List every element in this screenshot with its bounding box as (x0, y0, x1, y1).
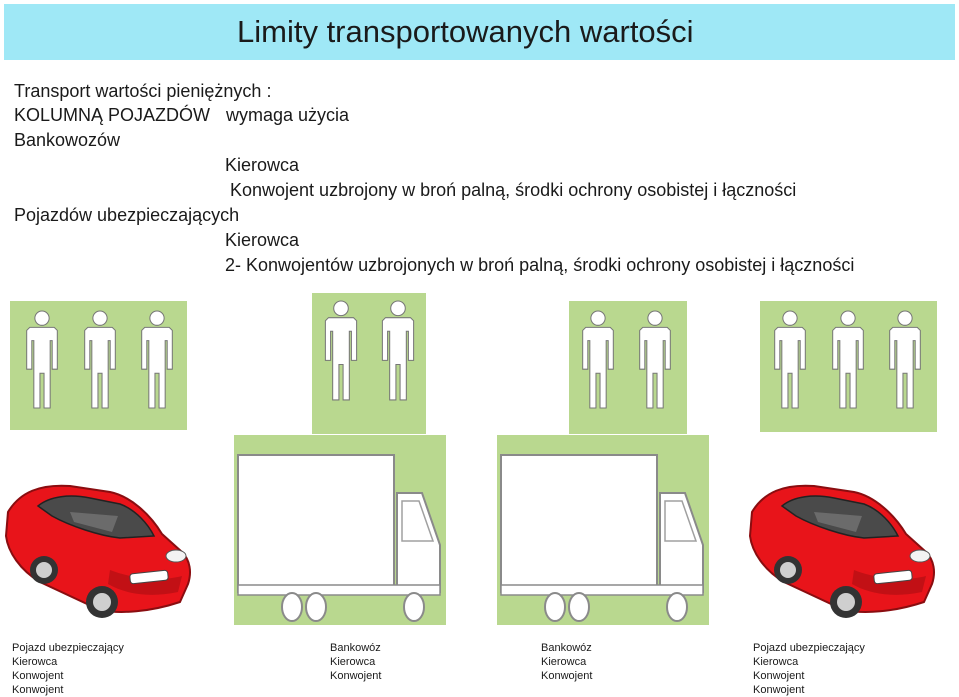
truck-icon (234, 435, 446, 625)
person-icon (774, 310, 806, 409)
title-banner (4, 4, 955, 60)
page-title: Limity transportowanych wartości (237, 14, 694, 49)
person-icon (639, 310, 671, 409)
truck-icon (497, 435, 709, 625)
vehicle-type-label: Bankowóz (330, 642, 381, 654)
car-icon (5, 484, 191, 619)
vehicle-caption-1: Pojazd ubezpieczający Kierowca Konwojent… (12, 641, 124, 697)
crew-role: Konwojent (12, 670, 64, 682)
person-icon (84, 310, 116, 409)
text-line-3: Bankowozów (14, 130, 121, 150)
person-icon (381, 300, 415, 401)
text-line-6: Pojazdów ubezpieczających (14, 205, 240, 225)
text-line-2a: KOLUMNĄ POJAZDÓW (14, 105, 211, 125)
vehicle-type-label: Bankowóz (541, 642, 592, 654)
text-line-7: Kierowca (225, 230, 300, 250)
crew-role: Kierowca (330, 656, 376, 668)
vehicle-caption-2: Bankowóz Kierowca Konwojent (330, 641, 381, 683)
person-icon (582, 310, 614, 409)
crew-role: Kierowca (541, 656, 587, 668)
text-line-4: Kierowca (225, 155, 300, 175)
person-icon (324, 300, 358, 401)
person-icon (26, 310, 58, 409)
crew-role: Konwojent (753, 670, 805, 682)
crew-role: Konwojent (753, 684, 805, 696)
crew-role: Konwojent (330, 670, 382, 682)
crew-role: Konwojent (12, 684, 64, 696)
car-icon (749, 484, 935, 619)
crew-role: Kierowca (753, 656, 799, 668)
vehicle-caption-3: Bankowóz Kierowca Konwojent (541, 641, 592, 683)
text-line-5: Konwojent uzbrojony w broń palną, środki… (230, 180, 797, 200)
crew-role: Konwojent (541, 670, 593, 682)
text-line-8: 2- Konwojentów uzbrojonych w broń palną,… (225, 255, 855, 275)
vehicle-caption-4: Pojazd ubezpieczający Kierowca Konwojent… (753, 641, 865, 697)
person-icon (832, 310, 864, 409)
person-icon (889, 310, 921, 409)
text-line-2b: wymaga użycia (226, 105, 350, 125)
person-icon (141, 310, 173, 409)
crew-role: Kierowca (12, 656, 58, 668)
crew-panel-2 (312, 293, 426, 434)
vehicle-type-label: Pojazd ubezpieczający (753, 642, 865, 654)
vehicle-type-label: Pojazd ubezpieczający (12, 642, 124, 654)
text-line-1: Transport wartości pieniężnych : (14, 81, 272, 101)
